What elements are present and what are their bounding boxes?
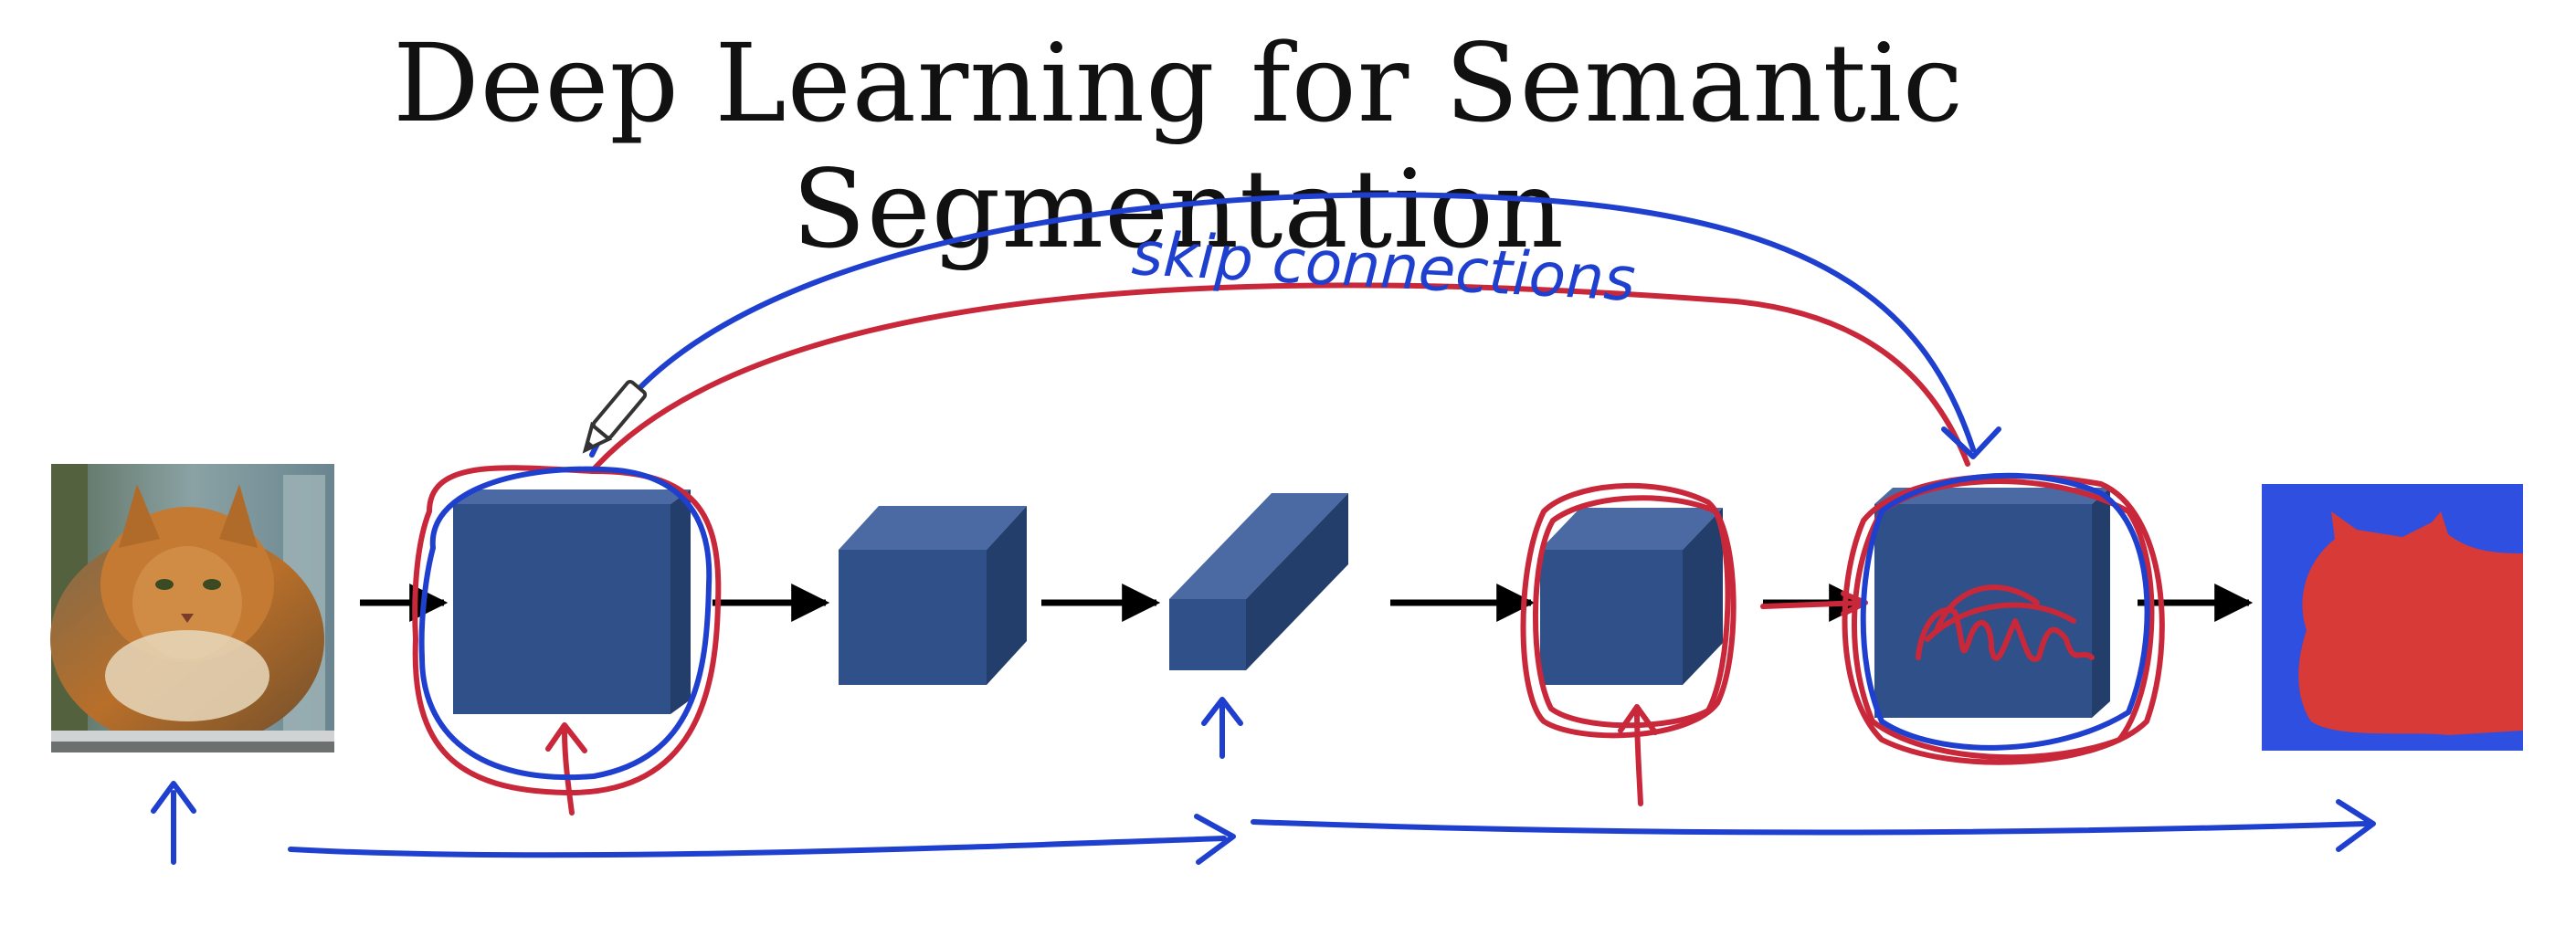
blue-circle-block5 [1860,472,2150,751]
blue-arrow-under-block3 [1201,697,1243,759]
conv-block-2 [839,506,1027,685]
blue-arrow-under-input [151,781,196,865]
blue-decoder-arrow [1251,799,2376,852]
blue-circle-block1 [418,466,713,781]
red-circle-block4-b [1532,495,1731,729]
blue-annotations [151,192,2376,865]
red-arrow-block4-to-block5 [1760,591,1868,616]
deconv-block-5 [1874,488,2110,718]
input-cat-image [50,464,334,752]
blue-skip-arc [589,192,1976,458]
red-circle-block5-b [1851,479,2155,761]
conv-block-3 [1169,493,1348,670]
blue-encoder-arrow [288,814,1236,865]
output-segmentation-mask [2262,484,2523,751]
pen-cursor-icon [582,379,648,454]
conv-block-1 [453,489,691,714]
red-circle-block4 [1520,482,1737,739]
red-up-arrow-block4 [1618,704,1658,806]
red-skip-arc [589,282,1970,474]
deconv-block-4 [1540,508,1723,685]
blue-skip-arrowhead [1941,426,2001,459]
red-up-arrow-block1 [545,722,587,816]
skip-connections-label: skip connections [1130,218,1637,315]
red-scribble-block5 [1916,584,2095,662]
slide-title: Deep Learning for Semantic Segmentation [393,20,1964,272]
